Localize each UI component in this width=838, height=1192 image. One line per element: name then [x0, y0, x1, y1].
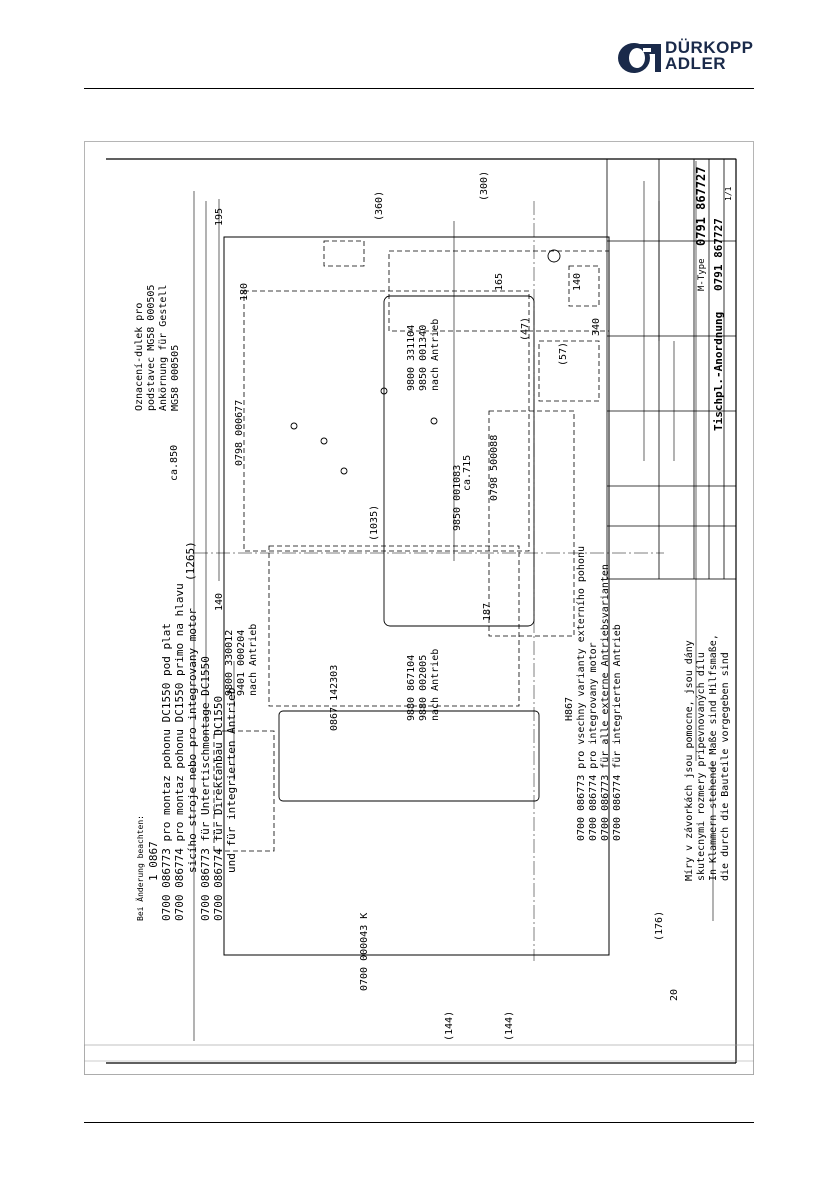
logo-mark-icon	[618, 43, 661, 73]
durkopp-adler-logo	[618, 43, 661, 73]
header-rule	[84, 88, 754, 89]
footer-rule	[84, 1122, 754, 1123]
drawing-frame	[84, 141, 754, 1075]
brand-line-2: ADLER	[665, 54, 727, 73]
technical-drawing	[84, 141, 754, 1075]
brand-line-1: DÜRKOPP	[665, 38, 754, 57]
brand-name: DÜRKOPP ADLER	[665, 38, 754, 73]
tolerance-table	[84, 1044, 754, 1075]
title-block	[606, 158, 737, 580]
